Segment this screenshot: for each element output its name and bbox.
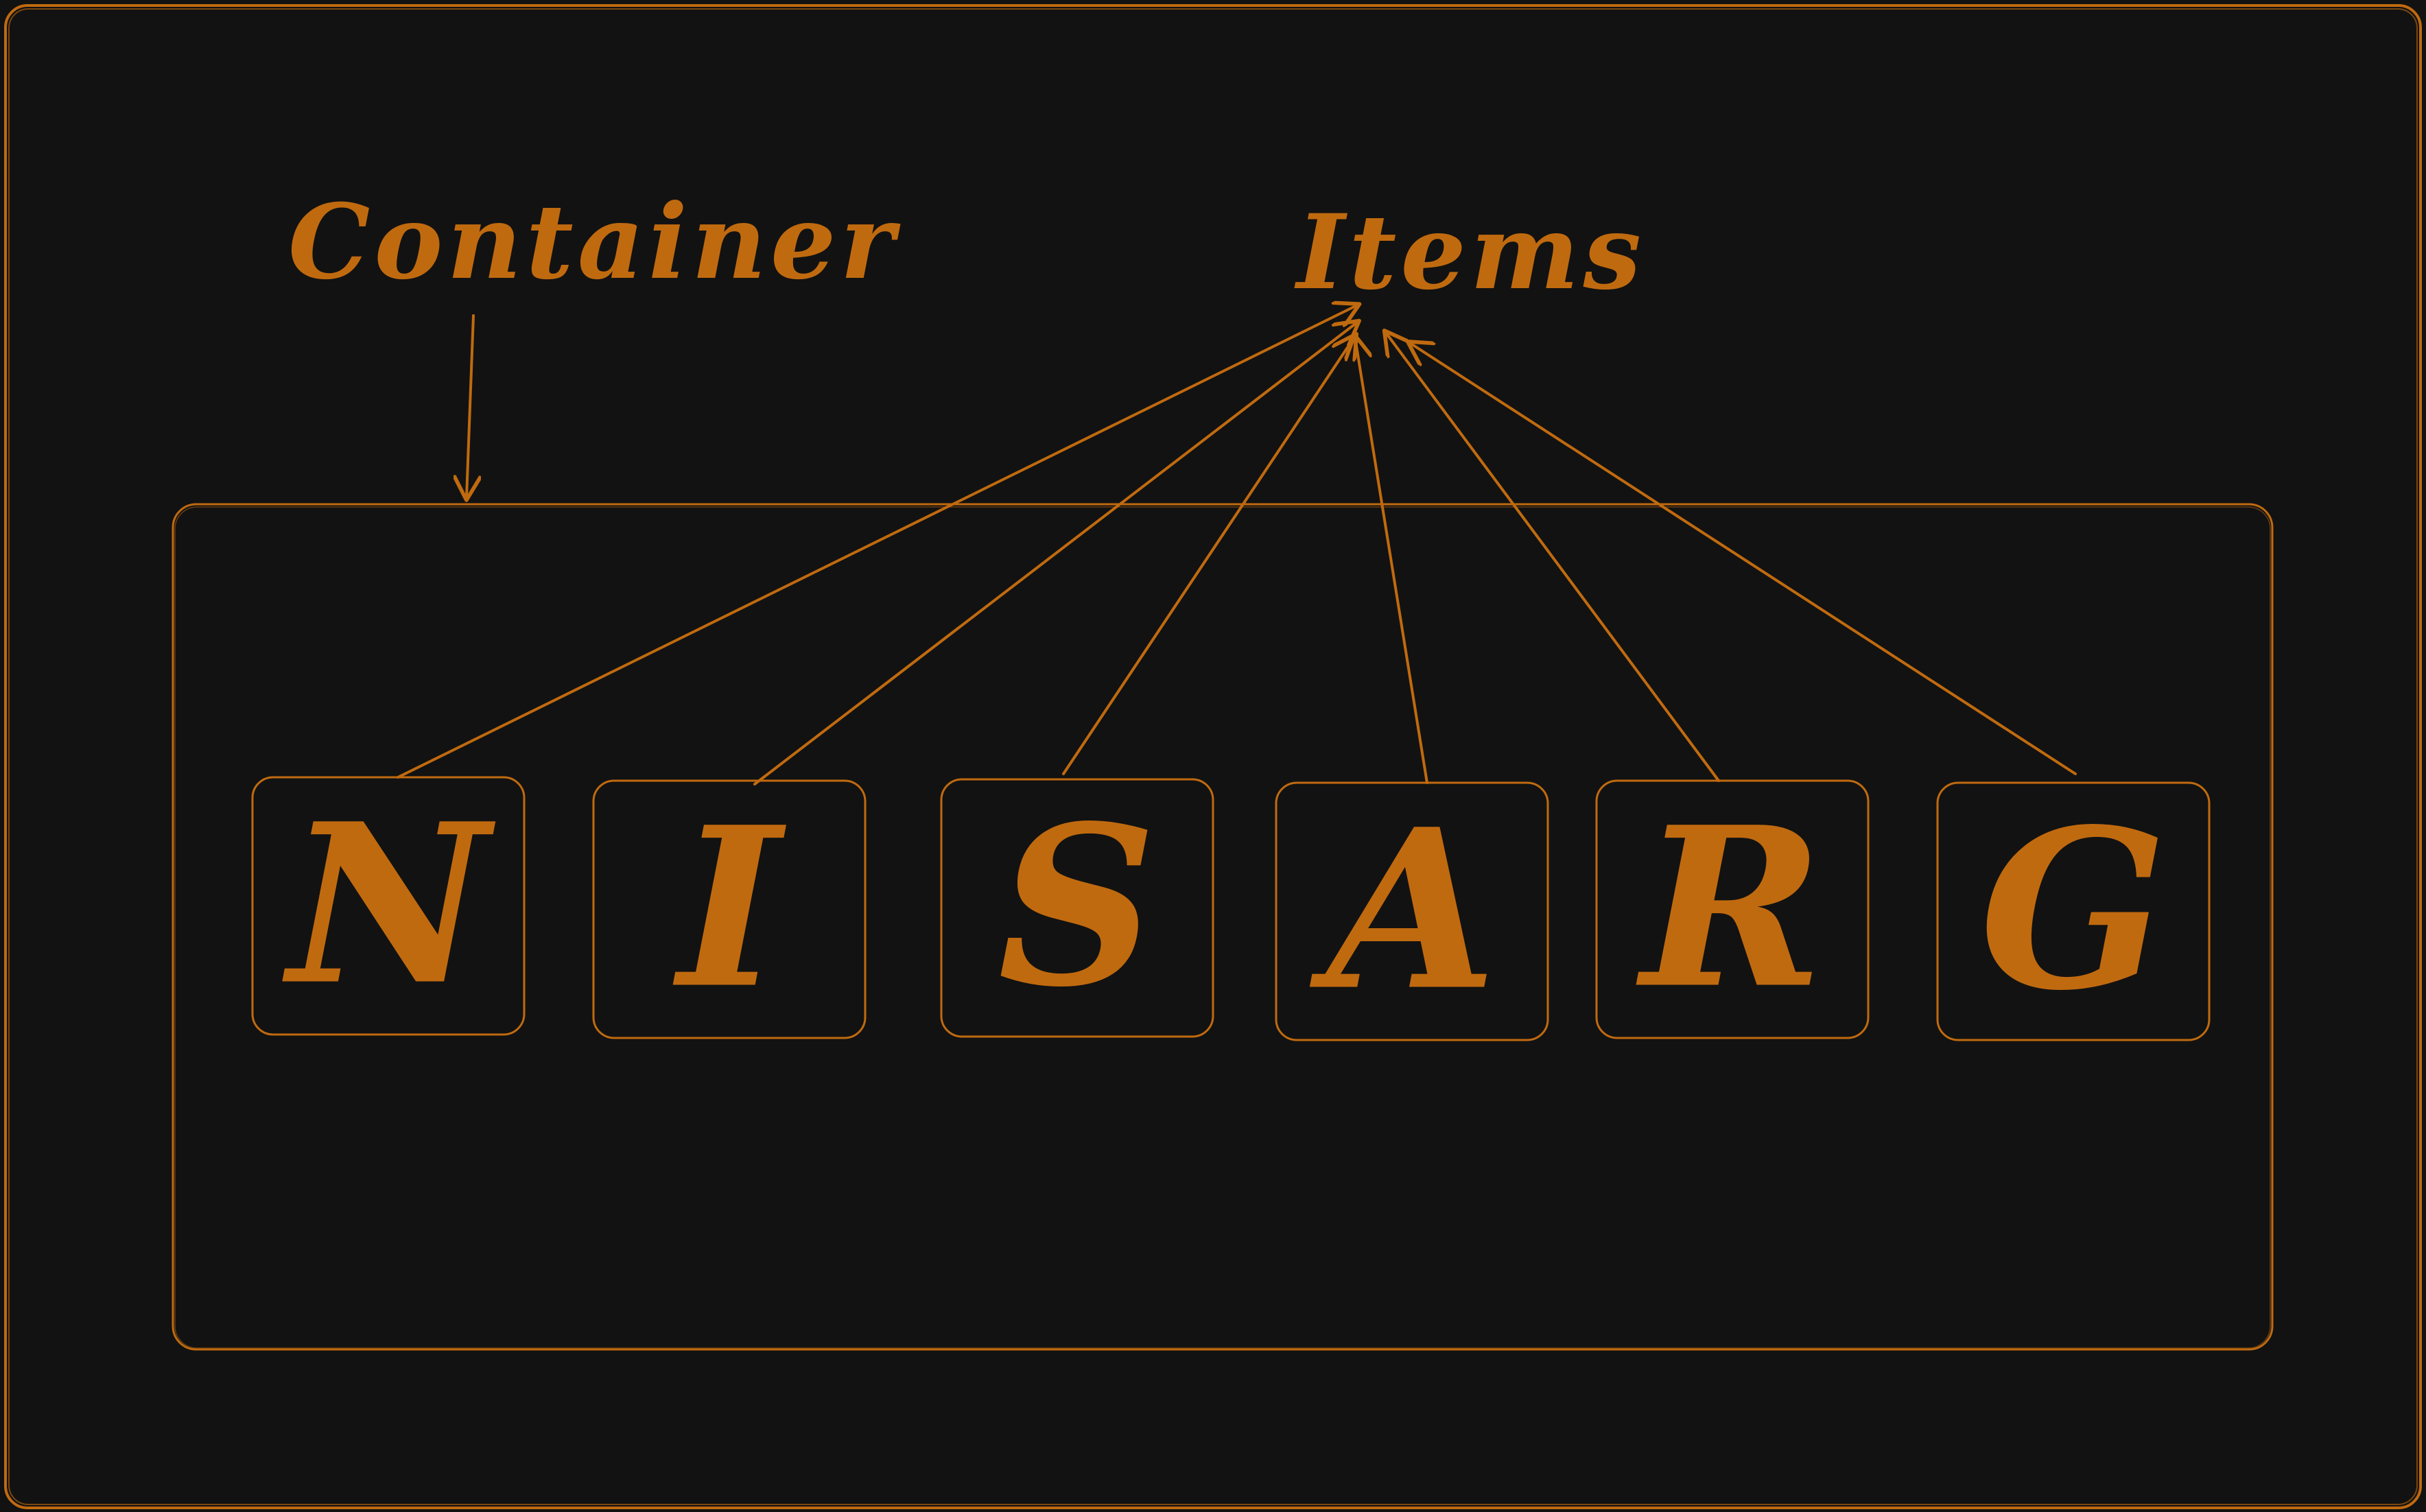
item-box-outline (940, 778, 1214, 1038)
item-letter: G (1979, 782, 2167, 1039)
item-box-outline (1595, 779, 1870, 1039)
item-letter: I (671, 780, 788, 1037)
item-box-r: R (1595, 779, 1870, 1039)
item-letter: N (281, 777, 497, 1034)
item-box-s: S (940, 778, 1214, 1038)
item-letter: S (998, 779, 1156, 1036)
item-arrow-3 (1062, 336, 1355, 775)
items-label: Items (1294, 192, 1645, 313)
item-arrow-5 (1386, 333, 1720, 782)
item-arrow-4 (1355, 338, 1428, 784)
item-arrow-2 (753, 322, 1357, 785)
item-box-outline (1275, 781, 1549, 1041)
item-letter: A (1310, 782, 1497, 1039)
item-arrows (397, 305, 2077, 785)
item-arrow-1 (397, 305, 1357, 779)
item-box-n: N (251, 776, 526, 1036)
container-label: Container (288, 182, 901, 303)
item-letter: R (1634, 780, 1824, 1037)
frame-border (4, 4, 2422, 1509)
item-box-outline (1936, 781, 2211, 1041)
item-arrow-6 (1410, 343, 2077, 775)
item-box-a: A (1275, 781, 1549, 1041)
item-box-i: I (592, 779, 867, 1039)
container-arrow (467, 314, 473, 497)
item-box-outline (592, 779, 867, 1039)
item-box-g: G (1936, 781, 2211, 1041)
item-box-outline (251, 776, 526, 1036)
container-box (172, 503, 2274, 1351)
